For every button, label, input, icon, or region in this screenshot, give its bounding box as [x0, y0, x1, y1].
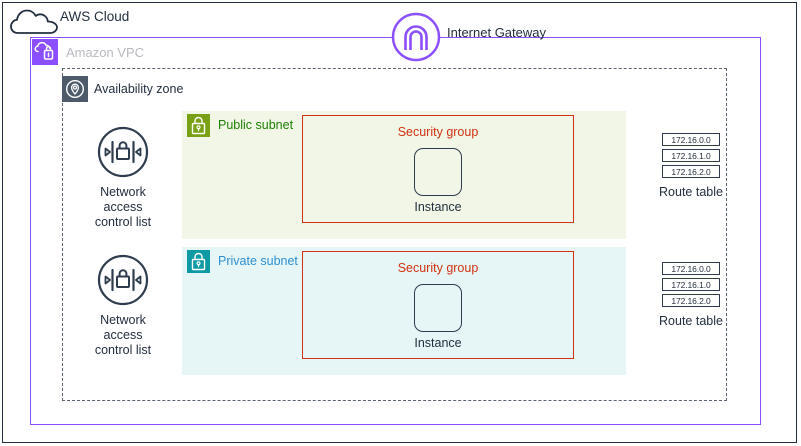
route-entry: 172.16.1.0	[662, 149, 720, 162]
public-security-group: Security group Instance	[302, 115, 574, 223]
instance-icon	[414, 148, 462, 196]
route-entry: 172.16.2.0	[662, 294, 720, 307]
nacl-label-line-1: Network	[100, 313, 146, 327]
nacl-label-line-2: access	[103, 200, 143, 214]
private-subnet-label: Private subnet	[218, 254, 298, 268]
nacl-label-line-2: access	[103, 328, 143, 342]
availability-zone-label: Availability zone	[94, 82, 184, 96]
public-subnet-label: Public subnet	[218, 118, 294, 132]
vpc-icon	[32, 39, 58, 65]
network-acl-icon	[96, 125, 150, 179]
availability-zone-boundary	[62, 68, 727, 401]
nacl-label-line-3: control list	[94, 215, 152, 229]
subnet-lock-icon	[187, 250, 210, 273]
internet-gateway-icon	[391, 12, 441, 62]
public-security-group-label: Security group	[397, 125, 479, 139]
public-subnet: Public subnet Security group Instance	[182, 111, 626, 239]
private-security-group-label: Security group	[397, 261, 479, 275]
public-instance-label: Instance	[414, 200, 462, 214]
route-entry: 172.16.0.0	[662, 133, 720, 146]
public-route-table: 172.16.0.0 172.16.1.0 172.16.2.0 Route t…	[636, 133, 746, 199]
network-acl-icon	[96, 253, 150, 307]
public-network-acl: Network access control list	[73, 125, 173, 230]
private-route-table-entries: 172.16.0.0 172.16.1.0 172.16.2.0	[662, 262, 720, 307]
availability-zone-icon	[62, 76, 88, 102]
private-network-acl: Network access control list	[73, 253, 173, 358]
public-route-table-label: Route table	[659, 185, 723, 199]
subnet-lock-icon	[187, 114, 210, 137]
instance-icon	[414, 284, 462, 332]
route-entry: 172.16.2.0	[662, 165, 720, 178]
private-route-table-label: Route table	[659, 314, 723, 328]
private-security-group: Security group Instance	[302, 251, 574, 359]
internet-gateway-label: Internet Gateway	[447, 25, 546, 40]
nacl-label-line-3: control list	[94, 343, 152, 357]
private-instance-label: Instance	[414, 336, 462, 350]
public-route-table-entries: 172.16.0.0 172.16.1.0 172.16.2.0	[662, 133, 720, 178]
cloud-icon	[10, 6, 60, 36]
route-entry: 172.16.1.0	[662, 278, 720, 291]
aws-cloud-label: AWS Cloud	[60, 9, 130, 24]
vpc-label: Amazon VPC	[66, 45, 145, 60]
private-route-table: 172.16.0.0 172.16.1.0 172.16.2.0 Route t…	[636, 262, 746, 328]
route-entry: 172.16.0.0	[662, 262, 720, 275]
nacl-label-line-1: Network	[100, 185, 146, 199]
private-network-acl-label: Network access control list	[73, 313, 173, 358]
public-network-acl-label: Network access control list	[73, 185, 173, 230]
private-subnet: Private subnet Security group Instance	[182, 247, 626, 375]
